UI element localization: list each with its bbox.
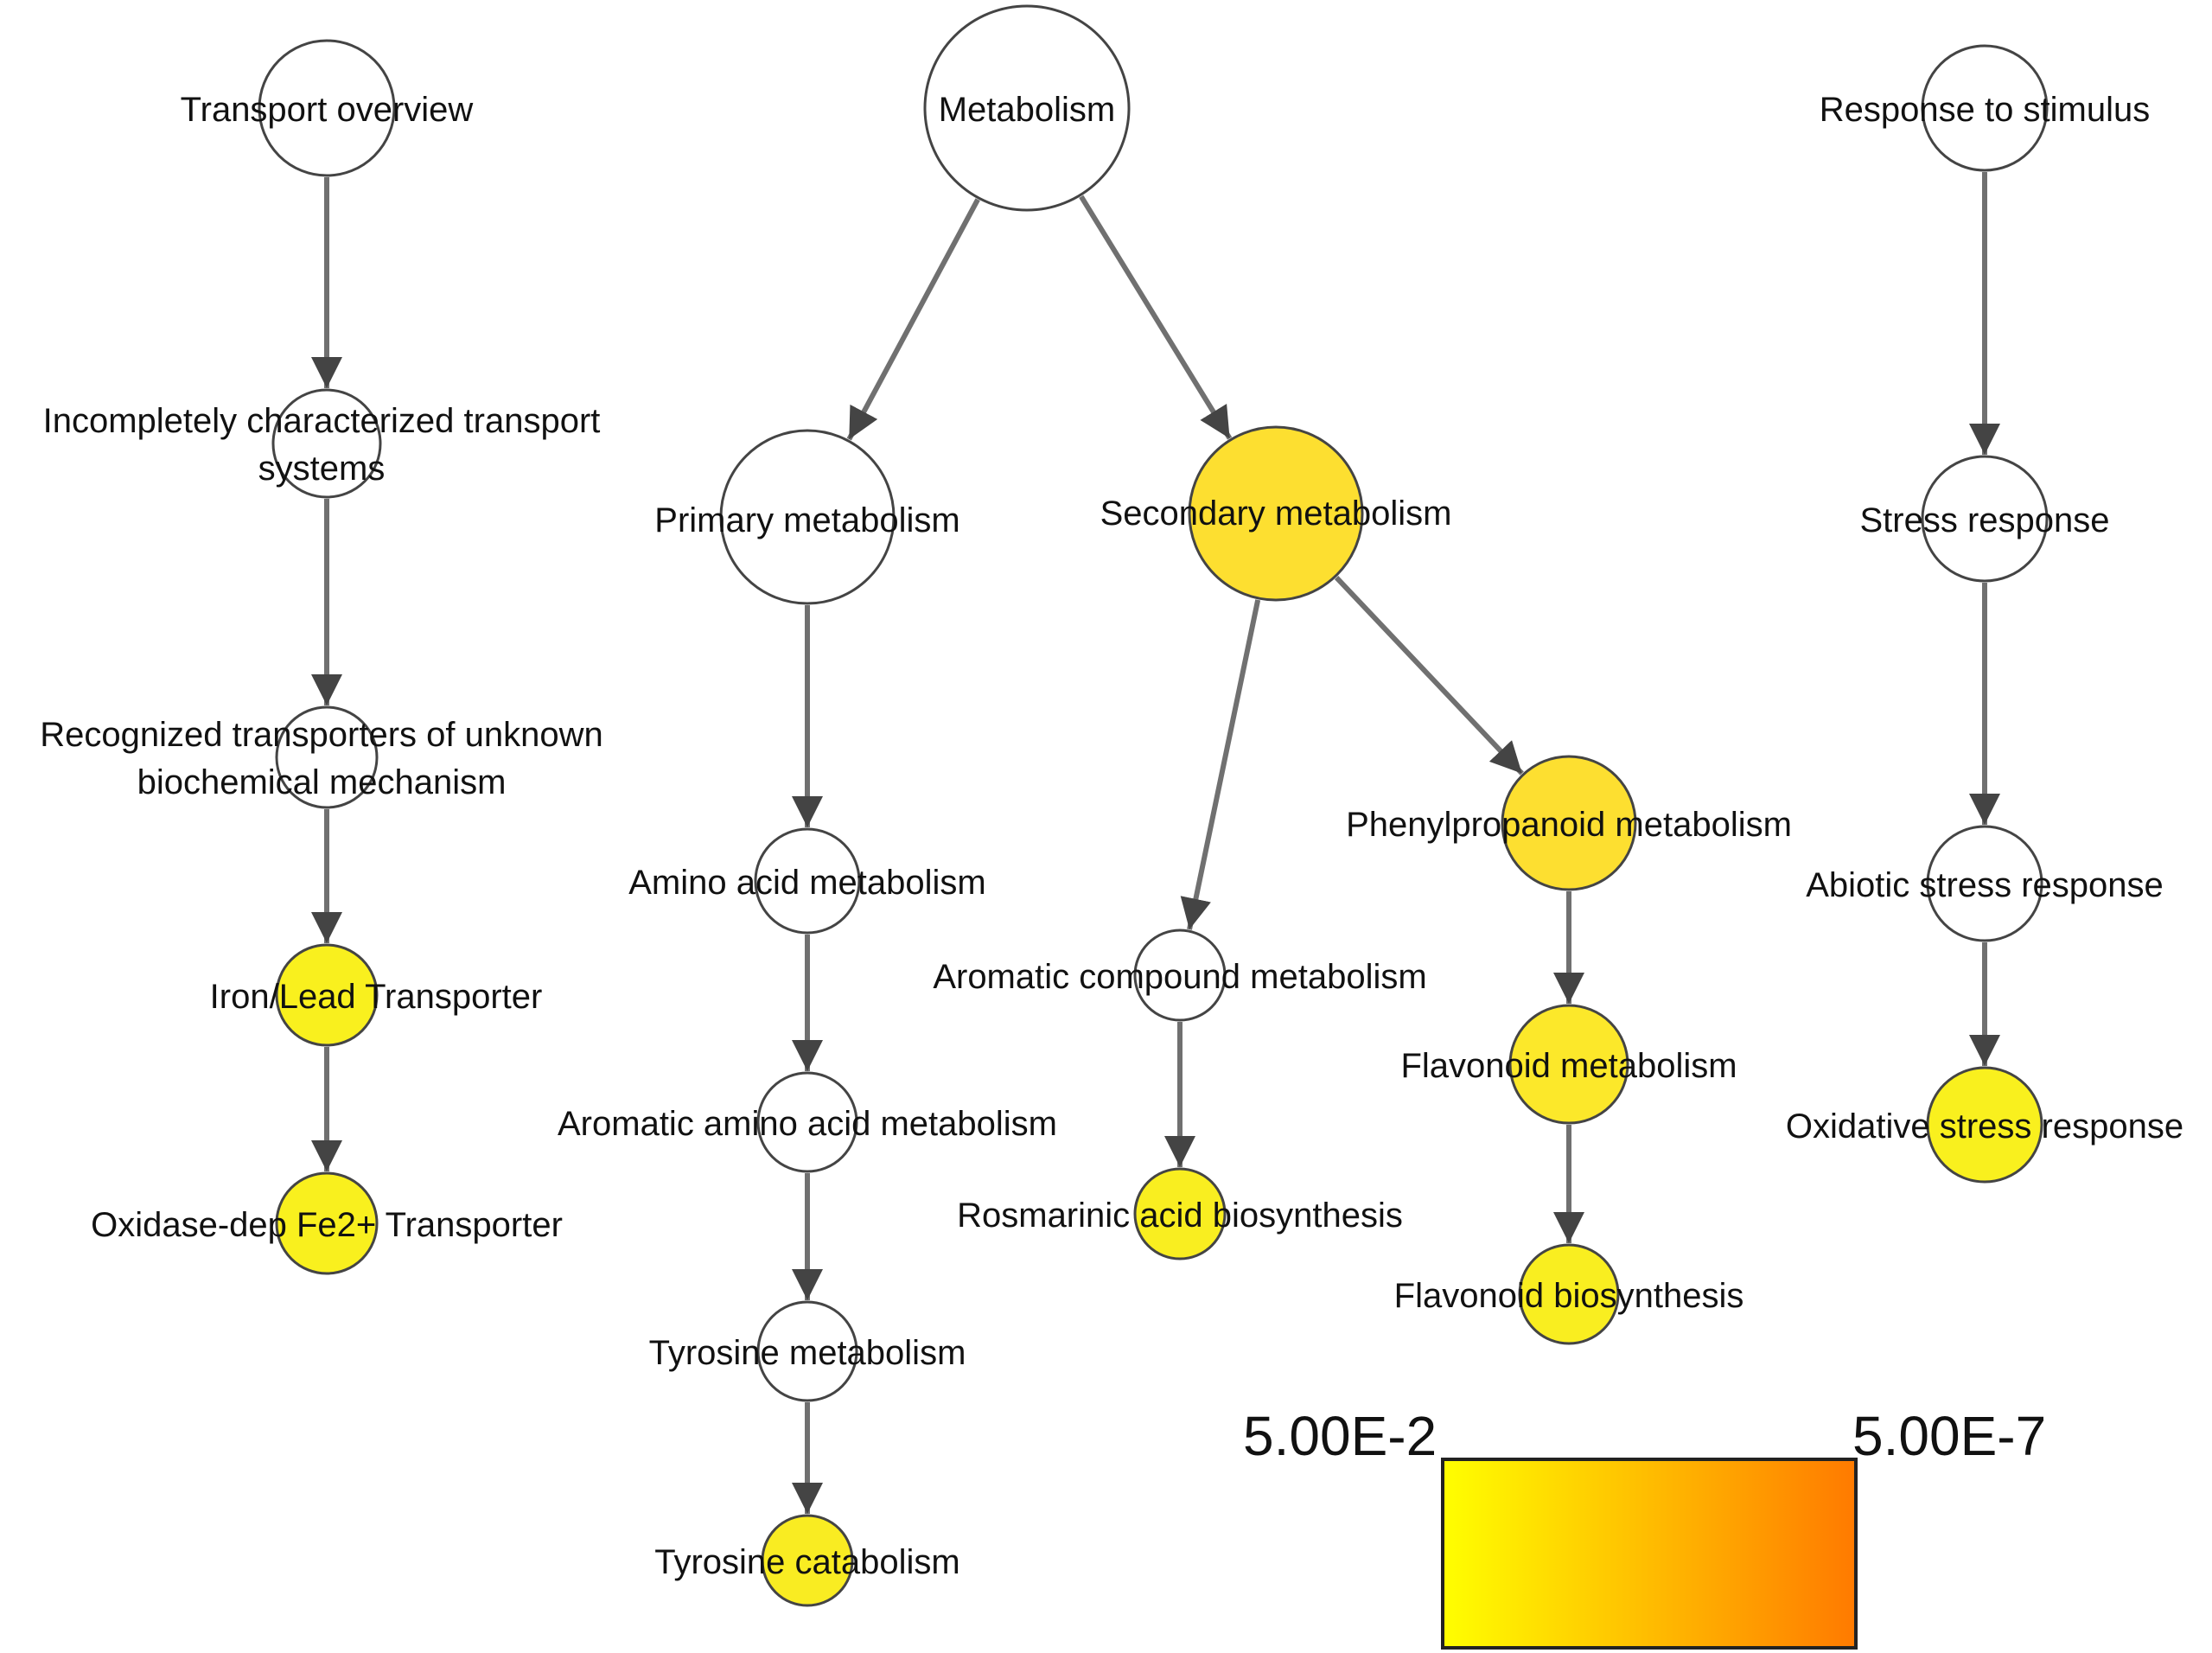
node-circle-n10[interactable] [756, 1071, 858, 1173]
node-circle-n2[interactable] [271, 388, 382, 499]
node-circle-n5[interactable] [275, 1171, 379, 1275]
node-label-n19: Stress response [1859, 501, 2109, 539]
node-circle-n3[interactable] [275, 705, 379, 809]
node-label-n6: Metabolism [939, 91, 1116, 129]
node-circle-n6[interactable] [923, 4, 1131, 212]
node-circle-n17[interactable] [1518, 1243, 1620, 1345]
node-label-n10: Aromatic amino acid metabolism [558, 1105, 1057, 1143]
node-label-n12: Tyrosine catabolism [654, 1543, 959, 1581]
node-circle-n4[interactable] [275, 943, 379, 1047]
node-circle-n20[interactable] [1926, 825, 2043, 942]
node-circle-n11[interactable] [756, 1300, 858, 1402]
node-label-n1: Transport overview [181, 91, 474, 129]
node-circle-n16[interactable] [1508, 1004, 1629, 1125]
node-label-n15: Phenylpropanoid metabolism [1346, 806, 1792, 844]
edge-n6-to-n7 [846, 198, 980, 441]
node-circle-n14[interactable] [1133, 1167, 1227, 1260]
edges-layer [311, 172, 2000, 1514]
legend-gradient-bar [1441, 1458, 1858, 1650]
node-label-n9: Amino acid metabolism [628, 864, 986, 902]
node-label-n18: Response to stimulus [1820, 91, 2150, 129]
node-circle-n21[interactable] [1926, 1066, 2043, 1184]
node-circle-n19[interactable] [1921, 455, 2049, 583]
color-legend: 5.00E-2 5.00E-7 [1243, 1405, 2046, 1650]
legend-min-label: 5.00E-2 [1243, 1405, 1437, 1467]
node-label-n5: Oxidase-dep Fe2+ Transporter [91, 1206, 563, 1244]
node-circle-n15[interactable] [1501, 755, 1637, 891]
node-label-n8: Secondary metabolism [1100, 495, 1452, 533]
node-label-n21: Oxidative stress response [1786, 1107, 2183, 1146]
node-circle-n1[interactable] [258, 39, 396, 177]
node-label-n17: Flavonoid biosynthesis [1394, 1277, 1744, 1315]
nodes-layer [258, 4, 2049, 1607]
node-circle-n18[interactable] [1921, 44, 2049, 172]
node-label-n20: Abiotic stress response [1806, 866, 2164, 904]
edge-n8-to-n15 [1334, 576, 1524, 775]
node-circle-n9[interactable] [754, 827, 861, 935]
node-label-n13: Aromatic compound metabolism [933, 958, 1426, 996]
node-label-n2-line2: systems [258, 450, 386, 488]
node-label-n16: Flavonoid metabolism [1400, 1047, 1737, 1085]
node-label-n3-line2: biochemical mechanism [137, 763, 507, 801]
node-circle-n7[interactable] [719, 429, 896, 605]
node-label-n2-line1: Incompletely characterized transport [43, 402, 601, 440]
legend-max-label: 5.00E-7 [1852, 1405, 2046, 1467]
node-circle-n12[interactable] [761, 1514, 854, 1607]
node-label-n4: Iron/Lead Transporter [210, 978, 543, 1016]
node-label-n3-line1: Recognized transporters of unknown [40, 716, 602, 754]
node-circle-n13[interactable] [1133, 929, 1227, 1022]
node-label-n7: Primary metabolism [654, 501, 959, 539]
node-label-n14: Rosmarinic acid biosynthesis [957, 1197, 1403, 1235]
edge-n8-to-n13 [1180, 599, 1261, 930]
edge-n6-to-n8 [1079, 195, 1233, 440]
node-circle-n8[interactable] [1188, 425, 1364, 602]
node-label-n11: Tyrosine metabolism [649, 1334, 966, 1372]
